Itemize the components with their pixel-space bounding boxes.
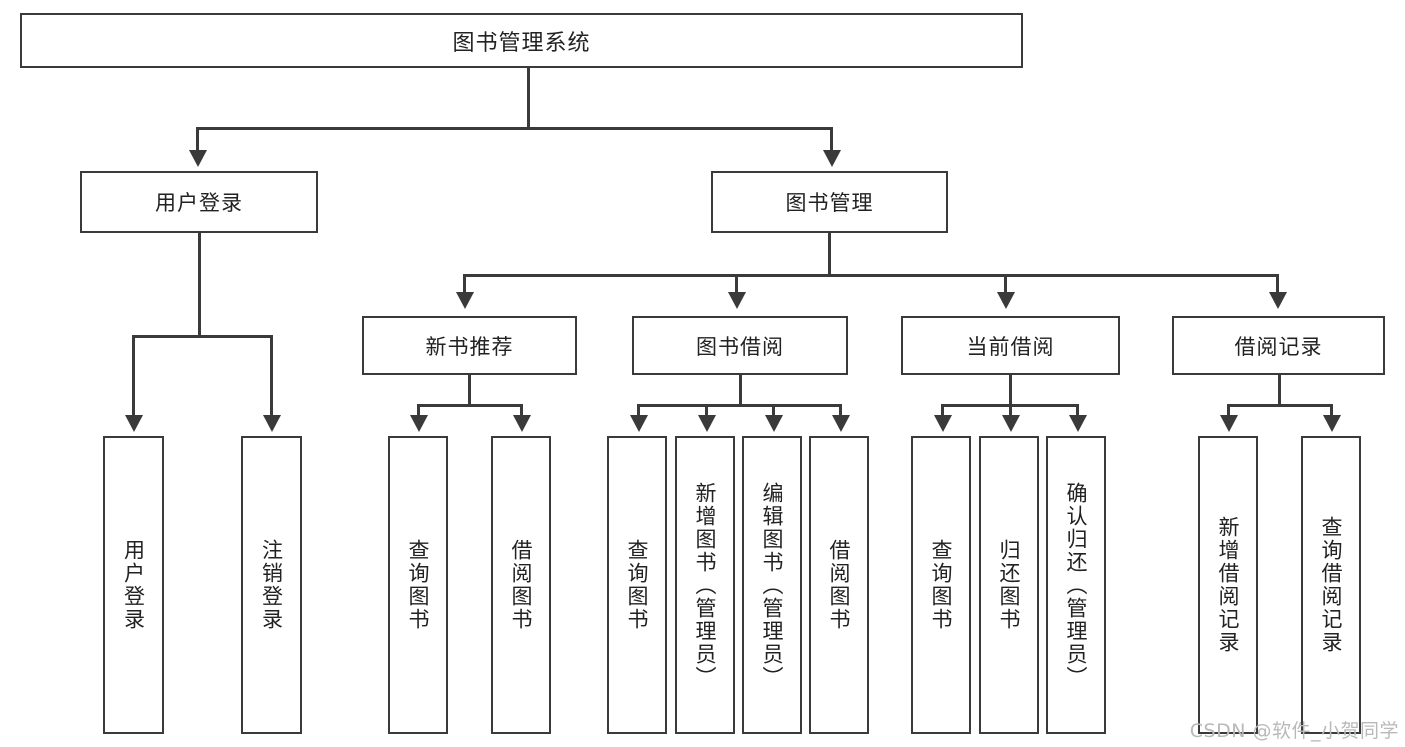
node-label: 编辑图书（管理员） [760, 481, 785, 689]
leaf-query-book-borrow[interactable]: 查询图书 [607, 436, 667, 734]
connector-root-bus [196, 127, 833, 130]
connector-book-borrow-bus [637, 404, 842, 407]
leaf-borrow-book-new[interactable]: 借阅图书 [491, 436, 551, 734]
connector-user-login-drop-1 [132, 335, 135, 418]
leaf-edit-book-admin[interactable]: 编辑图书（管理员） [742, 436, 802, 734]
node-label: 归还图书 [997, 539, 1022, 631]
connector-cb-drop-1 [941, 404, 944, 418]
connector-bb-drop-1 [637, 404, 640, 418]
connector-bm-drop-3 [1004, 274, 1007, 295]
leaf-return-book[interactable]: 归还图书 [979, 436, 1039, 734]
connector-root-drop-2 [830, 127, 833, 153]
arrow-head-icon [456, 292, 474, 309]
node-label: 新增借阅记录 [1216, 516, 1241, 654]
arrow-head-icon [263, 415, 281, 432]
node-label: 注销登录 [259, 539, 284, 631]
arrow-head-icon [1269, 292, 1287, 309]
connector-bm-drop-4 [1276, 274, 1279, 295]
node-current-borrow[interactable]: 当前借阅 [901, 316, 1120, 375]
arrow-head-icon [1220, 415, 1238, 432]
leaf-query-book-new[interactable]: 查询图书 [388, 436, 448, 734]
node-label: 图书借阅 [696, 334, 784, 359]
arrow-head-icon [728, 292, 746, 309]
node-label: 图书管理 [785, 191, 874, 215]
connector-cb-drop-3 [1076, 404, 1079, 418]
node-label: 新增图书（管理员） [693, 481, 718, 689]
watermark-text: CSDN @软件_小贺同学 [1189, 720, 1399, 742]
arrow-head-icon [1069, 415, 1087, 432]
arrow-head-icon [189, 150, 207, 167]
connector-cb-drop-2 [1009, 404, 1012, 418]
leaf-logout-login[interactable]: 注销登录 [241, 436, 302, 734]
node-label: 借阅图书 [827, 539, 852, 631]
node-label: 当前借阅 [966, 334, 1055, 359]
node-label: 借阅记录 [1234, 334, 1323, 359]
connector-user-login-drop-2 [270, 335, 273, 418]
arrow-head-icon [1002, 415, 1020, 432]
leaf-query-book-current[interactable]: 查询图书 [911, 436, 971, 734]
node-label: 查询图书 [406, 539, 431, 631]
connector-nb-drop-2 [520, 404, 523, 418]
connector-bm-drop-2 [735, 274, 738, 295]
connector-book-borrow-stem [739, 375, 742, 406]
connector-user-login-bus [132, 335, 273, 338]
arrow-head-icon [823, 150, 841, 167]
connector-new-book-bus [417, 404, 523, 407]
connector-bb-drop-2 [705, 404, 708, 418]
leaf-user-login[interactable]: 用户登录 [103, 436, 164, 734]
node-label: 借阅图书 [509, 539, 534, 631]
node-label: 新书推荐 [425, 334, 514, 359]
leaf-add-borrow-record[interactable]: 新增借阅记录 [1198, 436, 1258, 734]
connector-br-drop-1 [1227, 404, 1230, 418]
leaf-query-borrow-record[interactable]: 查询借阅记录 [1301, 436, 1361, 734]
connector-bb-drop-4 [839, 404, 842, 418]
arrow-head-icon [410, 415, 428, 432]
connector-borrow-record-stem [1278, 375, 1281, 406]
connector-borrow-record-bus [1227, 404, 1333, 407]
node-label: 查询图书 [625, 539, 650, 631]
arrow-head-icon [997, 292, 1015, 309]
arrow-head-icon [765, 415, 783, 432]
node-user-login[interactable]: 用户登录 [80, 171, 318, 233]
connector-bm-drop-1 [463, 274, 466, 295]
node-label: 确认归还（管理员） [1064, 481, 1089, 689]
node-root-library-management-system[interactable]: 图书管理系统 [20, 13, 1023, 68]
connector-nb-drop-1 [417, 404, 420, 418]
arrow-head-icon [513, 415, 531, 432]
node-borrow-record[interactable]: 借阅记录 [1172, 316, 1385, 375]
connector-book-management-stem [828, 233, 831, 276]
connector-user-login-stem [198, 233, 201, 336]
node-new-book-recommend[interactable]: 新书推荐 [362, 316, 577, 375]
arrow-head-icon [630, 415, 648, 432]
connector-book-management-bus [463, 274, 1278, 277]
node-book-management[interactable]: 图书管理 [711, 171, 948, 233]
leaf-borrow-book[interactable]: 借阅图书 [809, 436, 869, 734]
node-label: 图书管理系统 [452, 30, 591, 56]
leaf-add-book-admin[interactable]: 新增图书（管理员） [675, 436, 735, 734]
connector-root-stem [527, 68, 530, 128]
arrow-head-icon [125, 415, 143, 432]
arrow-head-icon [1323, 415, 1341, 432]
connector-bb-drop-3 [772, 404, 775, 418]
connector-root-drop-1 [196, 127, 199, 153]
node-label: 用户登录 [155, 191, 243, 215]
connector-new-book-stem [468, 375, 471, 406]
node-label: 用户登录 [121, 539, 146, 631]
node-label: 查询借阅记录 [1319, 516, 1344, 654]
leaf-confirm-return-admin[interactable]: 确认归还（管理员） [1046, 436, 1106, 734]
connector-current-borrow-stem [1009, 375, 1012, 406]
connector-br-drop-2 [1330, 404, 1333, 418]
arrow-head-icon [698, 415, 716, 432]
node-book-borrow[interactable]: 图书借阅 [632, 316, 848, 375]
node-label: 查询图书 [929, 539, 954, 631]
arrow-head-icon [934, 415, 952, 432]
arrow-head-icon [832, 415, 850, 432]
